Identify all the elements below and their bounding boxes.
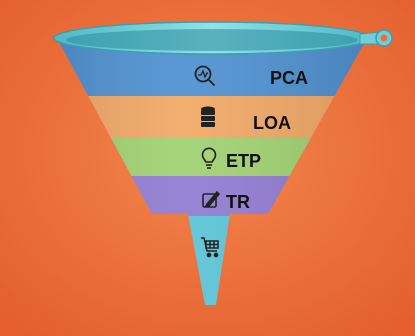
lightbulb-icon [201,147,217,169]
database-icon [201,106,215,127]
chart-search-icon [194,65,215,86]
stage-label-etp: ETP [226,151,261,171]
funnel-rim [53,21,393,55]
stage-label-loa: LOA [253,113,291,133]
stage-label-tr: TR [226,192,250,212]
stage-label-pca: PCA [270,68,308,88]
shopping-cart-icon [201,237,219,258]
edit-icon [202,190,221,208]
